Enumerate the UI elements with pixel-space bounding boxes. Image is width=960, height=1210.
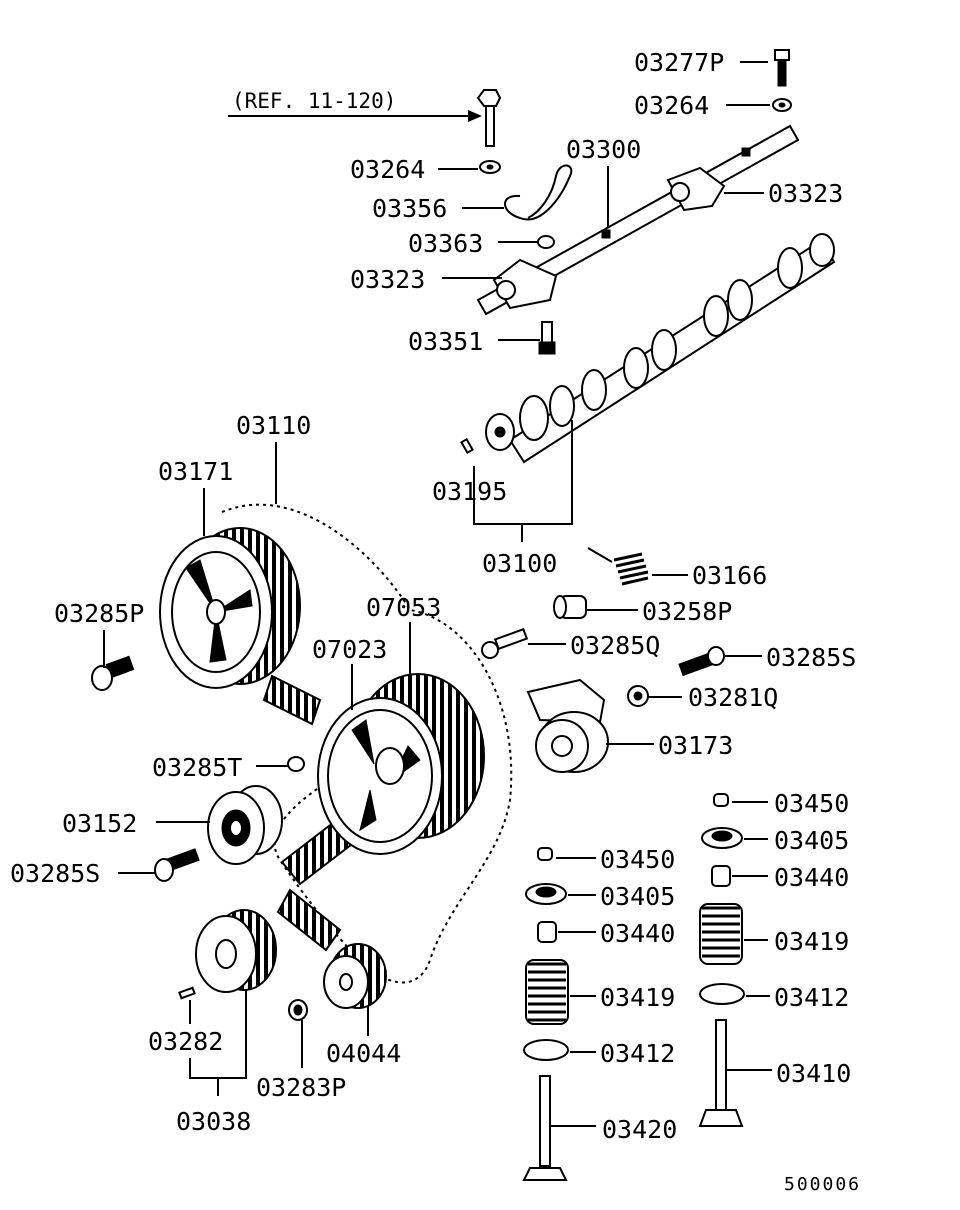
label-03440-mid: 03440 [600,919,675,948]
retainer-03405-right [701,827,743,849]
bolt-03277P [774,49,790,87]
washer-03264-top [772,98,792,112]
bolt-03285S-left [154,848,200,882]
camshaft-sprocket-03171 [159,527,301,689]
label-03410: 03410 [776,1059,851,1088]
label-03173: 03173 [658,731,733,760]
label-03166: 03166 [692,561,767,590]
seat-03412-right [699,983,745,1005]
label-03450-right: 03450 [774,789,849,818]
spring-03419-mid [525,959,569,1025]
label-03264: 03264 [350,155,425,184]
label-03405-mid: 03405 [600,882,675,911]
pin-03195 [460,437,474,455]
label-03110: 03110 [236,411,311,440]
label-03264-top: 03264 [634,91,709,120]
label-03323-right: 03323 [768,179,843,208]
bolt-ref [476,89,502,147]
label-03363: 03363 [408,229,483,258]
label-03450-mid: 03450 [600,845,675,874]
label-03100: 03100 [482,549,557,578]
bolt-03285Q [481,627,529,659]
label-03282: 03282 [148,1027,223,1056]
bolt-03285S-right [678,646,725,677]
spring-clip-03356 [504,164,573,221]
figure-number: 500006 [784,1174,861,1195]
label-03038: 03038 [176,1107,251,1136]
bushing-03258P [553,595,587,619]
cotter-03450-mid [537,847,553,861]
label-07023: 07023 [312,635,387,664]
ref-arrow [228,110,482,122]
label-03405-right: 03405 [774,826,849,855]
seal-03440-right [711,865,731,887]
oil-pump-sprocket-07023 [317,697,443,855]
label-03440-right: 03440 [774,863,849,892]
retainer-03405-mid [525,883,567,905]
label-03285P: 03285P [54,599,144,628]
ref-label: (REF. 11-120) [232,89,396,113]
sprocket-04044 [323,943,387,1009]
label-03195: 03195 [432,477,507,506]
bolt-03351 [538,321,556,355]
valve-03420 [522,1075,568,1181]
washer-03264 [479,160,501,174]
label-03285S-left: 03285S [10,859,100,888]
label-03281Q: 03281Q [688,683,778,712]
idler-pulley-03152 [207,785,283,865]
leader-lines [103,61,772,1127]
label-03277P: 03277P [634,48,724,77]
seat-03412-mid [523,1039,569,1061]
label-03356: 03356 [372,194,447,223]
label-03351: 03351 [408,327,483,356]
label-03323-left: 03323 [350,265,425,294]
label-03152: 03152 [62,809,137,838]
bolt-03285P [91,655,135,691]
bracket-03038 [189,990,247,1096]
washer-03281Q [627,685,649,707]
label-07053: 07053 [366,593,441,622]
label-03171: 03171 [158,457,233,486]
label-03285T: 03285T [152,753,242,782]
key-03282 [178,986,196,1000]
bolt-03285T [287,756,305,772]
label-03283P: 03283P [256,1073,346,1102]
label-03420: 03420 [602,1115,677,1144]
cotter-03450-right [713,793,729,807]
camshaft-03100 [485,233,836,464]
rocker-arm-03323-right [666,166,726,212]
label-03419-right: 03419 [774,927,849,956]
valve-03410 [698,1019,744,1127]
label-03285Q: 03285Q [570,631,660,660]
rocker-arm-03323-left [492,258,558,310]
tensioner-pulley-03173 [526,678,609,773]
label-03419-mid: 03419 [600,983,675,1012]
label-03258P: 03258P [642,597,732,626]
nut-03363 [537,235,555,249]
nut-03283P [288,999,308,1021]
bracket-03100 [473,420,573,542]
seal-03440-mid [537,921,557,943]
label-03285S-right: 03285S [766,643,856,672]
label-03300: 03300 [566,135,641,164]
label-04044: 04044 [326,1039,401,1068]
label-03412-mid: 03412 [600,1039,675,1068]
label-03412-right: 03412 [774,983,849,1012]
crank-sprocket-03038 [195,909,277,993]
spring-03166 [587,547,649,586]
spring-03419-right [699,903,743,965]
